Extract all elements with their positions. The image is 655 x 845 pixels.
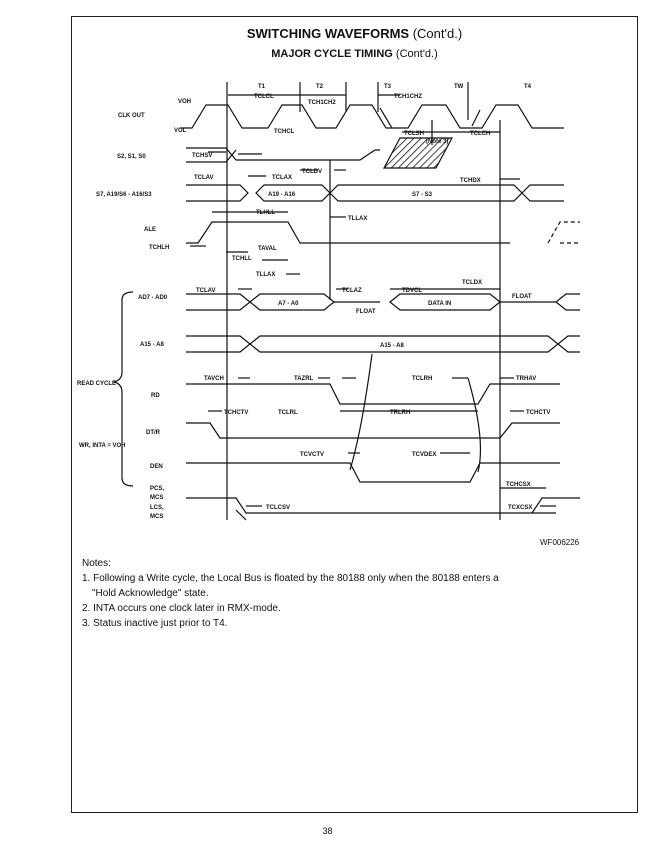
label-den: DEN: [150, 464, 163, 470]
note-3: 3. Status inactive just prior to T4.: [82, 618, 228, 629]
causal-curve-b: [467, 377, 482, 473]
bus-float1: FLOAT: [356, 309, 376, 315]
state-tw: TW: [454, 84, 464, 90]
label-wr-inta: WR, INTA = VOH: [79, 443, 126, 449]
t-tclrh: TCLRH: [412, 376, 432, 382]
state-t3: T3: [384, 84, 392, 90]
state-t1: T1: [258, 84, 266, 90]
dtr-waveform: [186, 422, 560, 439]
t-tchlh: TCHLH: [149, 245, 169, 251]
rd-waveform: [186, 383, 560, 405]
label-mcs: MCS: [150, 495, 163, 501]
a15-bus-a: [186, 335, 251, 353]
figure-ref: WF006226: [540, 538, 580, 547]
tw-pointer: [471, 109, 481, 127]
tch1chz-pointer: [379, 107, 393, 129]
label-pcs: PCS,: [150, 486, 164, 492]
note-1: 1. Following a Write cycle, the Local Bu…: [82, 573, 499, 599]
bus-a15-a8: A15 - A8: [380, 343, 404, 349]
t-tclcsv: TCLCSV: [266, 505, 290, 511]
notes-heading: Notes:: [82, 558, 111, 569]
label-dtr: DT/R: [146, 430, 161, 436]
t-tclav: TCLAV: [194, 175, 214, 181]
t-tclsh: TCLSH: [404, 131, 424, 137]
t-taval: TAVAL: [258, 246, 277, 252]
t-tavch: TAVCH: [204, 376, 224, 382]
pcs-waveform: [186, 497, 556, 514]
bus-float2: FLOAT: [512, 294, 532, 300]
state-t4: T4: [524, 84, 532, 90]
t-tch1ch2: TCH1CH2: [308, 100, 336, 106]
label-ad: AD7 - AD0: [138, 295, 168, 301]
t-trhav: TRHAV: [516, 376, 536, 382]
t-tclaz: TCLAZ: [342, 288, 362, 294]
t-tchctv2: TCHCTV: [526, 410, 550, 416]
bus-s7-s3: S7 - S3: [412, 192, 433, 198]
status-waveform-lo: [186, 149, 237, 163]
bus-data-in: DATA IN: [428, 301, 451, 307]
page-title: SWITCHING WAVEFORMS (Cont'd.): [246, 26, 463, 41]
bus-addr-hi: A19 - A16: [268, 192, 296, 198]
page-subtitle: MAJOR CYCLE TIMING (Cont'd.): [271, 48, 438, 60]
pcs-tail: [531, 497, 580, 514]
label-ale: ALE: [144, 227, 156, 233]
den-waveform: [186, 462, 560, 483]
t-tchsv: TCHSV: [192, 153, 212, 159]
t-tchcsx: TCHCSX: [506, 482, 531, 488]
label-status: S2, S1, S0: [117, 154, 146, 160]
t-tch1chz: TCH1CHZ: [394, 94, 422, 100]
t-tcvctv: TCVCTV: [300, 452, 324, 458]
clk-out-waveform: [180, 104, 564, 129]
ale-dashed: [547, 221, 580, 244]
label-addr-status: S7, A19/S6 - A16/S3: [96, 192, 152, 198]
t-tchctv: TCHCTV: [224, 410, 248, 416]
label-vol: VOL: [174, 128, 187, 134]
t-tchcl: TCHCL: [274, 129, 295, 135]
label-clk: CLK OUT: [118, 113, 145, 119]
t-tclax: TCLAX: [272, 175, 292, 181]
a15-bus-c: [557, 335, 580, 353]
ad-bus-a: [186, 293, 251, 311]
label-lcs: LCS,: [150, 505, 164, 511]
note-2: 2. INTA occurs one clock later in RMX-mo…: [82, 603, 281, 614]
read-cycle-brace: [113, 291, 134, 487]
t-tclch: TCLCH: [470, 131, 490, 137]
t-tllax2: TLLAX: [256, 272, 275, 278]
addr-status-bus-a: [186, 184, 249, 202]
t-tazrl: TAZRL: [294, 376, 314, 382]
page-frame: [71, 16, 638, 813]
a15-bus-b: [249, 335, 559, 353]
t-tchdx: TCHDX: [460, 178, 481, 184]
t-note3: (Note 3): [426, 139, 448, 145]
status-hatch: [383, 137, 453, 169]
t-tcvdex: TCVDEX: [412, 452, 436, 458]
t-tcldx: TCLDX: [462, 280, 482, 286]
state-t2: T2: [316, 84, 324, 90]
t-tcldv: TCLDV: [302, 169, 322, 175]
t-tdvcl: TDVCL: [402, 288, 422, 294]
t-tclav2: TCLAV: [196, 288, 216, 294]
label-voh: VOH: [178, 99, 191, 105]
t-tclrl: TCLRL: [278, 410, 298, 416]
causal-curve-a: [349, 353, 373, 471]
ale-waveform: [186, 221, 510, 244]
status-waveform-hi: [186, 147, 380, 161]
ad-bus-tail: [500, 293, 580, 311]
notes: Notes: 1. Following a Write cycle, the L…: [82, 556, 502, 631]
t-trlrh: TRLRH: [390, 410, 410, 416]
tick-pcs: [235, 509, 247, 521]
label-a15: A15 - A8: [140, 342, 164, 348]
t-tlhll: TLHLL: [256, 210, 275, 216]
t-tchll: TCHLL: [232, 256, 252, 262]
label-read-cycle: READ CYCLE: [77, 381, 116, 387]
bus-a7-a0: A7 - A0: [278, 301, 299, 307]
label-umcs: MCS: [150, 514, 163, 520]
addr-status-bus-d: [521, 184, 564, 202]
label-rd: RD: [151, 393, 160, 399]
page-number: 38: [322, 826, 333, 836]
t-tcxcsx: TCXCSX: [508, 505, 532, 511]
t-tllax: TLLAX: [348, 216, 367, 222]
t-tclcl: TCLCL: [254, 94, 274, 100]
